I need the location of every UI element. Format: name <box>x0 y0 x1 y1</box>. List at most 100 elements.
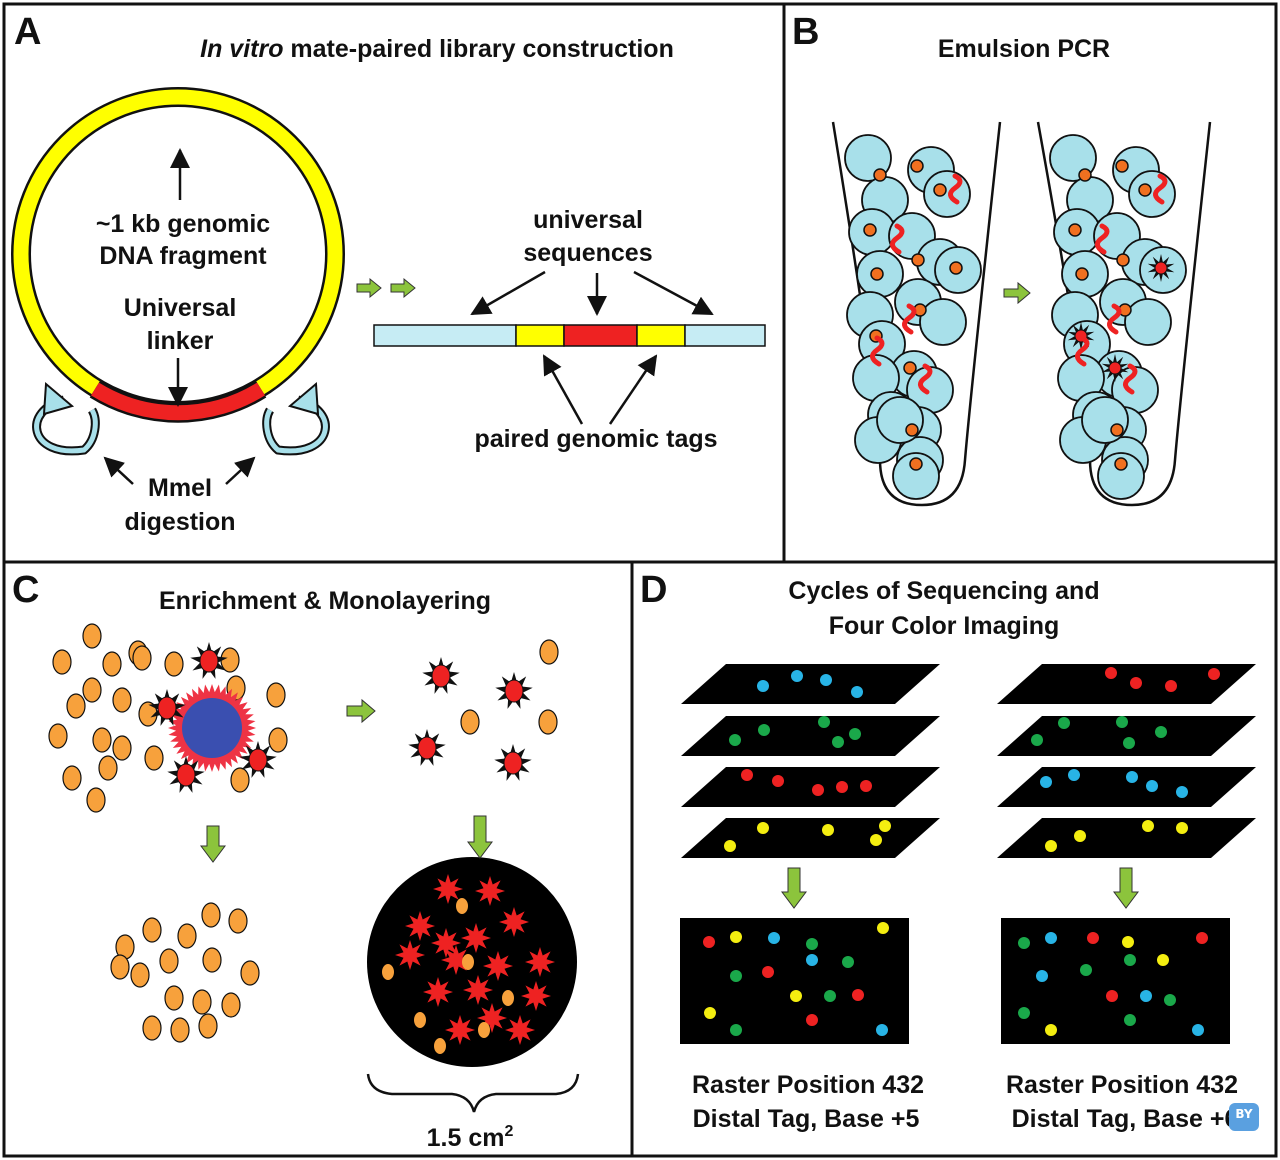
composite-dot <box>1106 990 1118 1002</box>
composite-dot <box>730 1024 742 1036</box>
orange-bead <box>82 677 102 703</box>
orange-bead <box>159 948 179 974</box>
fluor-dot <box>729 734 741 746</box>
orange-bead <box>220 647 240 673</box>
capture-bead <box>182 698 242 758</box>
dna-template <box>902 303 917 335</box>
slide-enriched-bead <box>499 907 529 937</box>
slide-bead <box>434 1038 446 1054</box>
fluor-dot <box>791 670 803 682</box>
construct-linker <box>563 324 638 347</box>
panel-a-letter: A <box>14 11 41 53</box>
right-caption-line1: Raster Position 432 <box>1006 1071 1238 1099</box>
tags-label: paired genomic tags <box>474 425 717 453</box>
orange-bead <box>86 787 106 813</box>
fluor-dot <box>1040 776 1052 788</box>
mmei-cut-arrow-right <box>262 381 330 456</box>
linker-label-line2: linker <box>147 327 214 355</box>
fluor-dot <box>757 680 769 692</box>
imaging-plane <box>681 716 940 756</box>
panel-d-frame <box>630 560 1278 1158</box>
orange-bead <box>539 639 559 665</box>
orange-bead <box>98 755 118 781</box>
fluor-dot <box>870 834 882 846</box>
orange-bead <box>164 651 184 677</box>
bead <box>863 223 877 237</box>
enriched-bead <box>176 763 196 787</box>
orange-bead <box>230 767 250 793</box>
bead <box>903 361 917 375</box>
composite-dot <box>1122 936 1134 948</box>
composite-dot <box>824 990 836 1002</box>
slide-enriched-bead <box>405 911 435 941</box>
orange-bead <box>460 709 480 735</box>
slide-bead <box>456 898 468 914</box>
fluor-dot <box>757 822 769 834</box>
fluor-dot <box>1176 822 1188 834</box>
area-bracket <box>366 1073 580 1113</box>
orange-bead <box>112 687 132 713</box>
composite-dot <box>1045 1024 1057 1036</box>
fluor-dot <box>818 716 830 728</box>
bead <box>1075 267 1089 281</box>
mmei-arrow-left <box>103 456 134 485</box>
bead <box>1138 183 1152 197</box>
panel-d-title-line1: Cycles of Sequencing and <box>788 577 1099 605</box>
fluor-dot <box>1031 734 1043 746</box>
slide-bead <box>414 1012 426 1028</box>
slide-enriched-bead <box>525 947 555 977</box>
fluor-dot <box>1208 668 1220 680</box>
dna-template <box>1153 173 1168 205</box>
composite-dot <box>1018 1007 1030 1019</box>
enriched-bead <box>248 748 268 772</box>
fluor-dot <box>1058 717 1070 729</box>
construct-universal-right <box>684 324 766 347</box>
imaging-planes <box>681 664 1256 858</box>
mmei-label-line1: MmeI <box>148 474 212 502</box>
slide-bead <box>502 990 514 1006</box>
composite-dot <box>1124 954 1136 966</box>
slide-bead <box>382 964 394 980</box>
dna-template <box>1107 303 1122 335</box>
slide-enriched-bead <box>431 928 461 958</box>
dna-template <box>890 223 905 255</box>
universal-label-line1: universal <box>533 206 643 234</box>
orange-bead <box>132 645 152 671</box>
bead <box>911 253 925 267</box>
process-arrow-b <box>1003 281 1031 305</box>
enriched-bead <box>504 679 524 703</box>
fluor-dot <box>724 840 736 852</box>
orange-bead <box>142 1015 162 1041</box>
bead <box>909 457 923 471</box>
panel-b-title: Emulsion PCR <box>938 35 1110 63</box>
panel-c-title: Enrichment & Monolayering <box>159 587 491 615</box>
process-arrow-c2 <box>200 825 226 863</box>
fluor-dot <box>1130 677 1142 689</box>
slide-enriched-bead <box>445 1015 475 1045</box>
orange-bead <box>221 992 241 1018</box>
bead <box>933 183 947 197</box>
tube-left-contents <box>844 134 982 500</box>
composite-dot <box>1036 970 1048 982</box>
fluor-dot <box>1068 769 1080 781</box>
fluor-dot <box>851 686 863 698</box>
composite-dot <box>1080 964 1092 976</box>
fluor-dot <box>772 775 784 787</box>
slide-bead <box>462 954 474 970</box>
panel-b-letter: B <box>792 11 819 53</box>
composite-dot <box>806 954 818 966</box>
dna-template <box>1075 335 1090 367</box>
composite-dot <box>703 936 715 948</box>
universal-label-line2: sequences <box>523 239 652 267</box>
slide-enriched-bead <box>463 975 493 1005</box>
bead <box>1078 168 1092 182</box>
imaging-plane <box>997 818 1256 858</box>
composite-dot <box>1124 1014 1136 1026</box>
imaging-plane <box>681 818 940 858</box>
composite-dot <box>876 1024 888 1036</box>
composite-dot <box>877 922 889 934</box>
fluor-dot <box>1155 726 1167 738</box>
tags-arrow-left <box>542 354 584 425</box>
orange-bead <box>142 917 162 943</box>
